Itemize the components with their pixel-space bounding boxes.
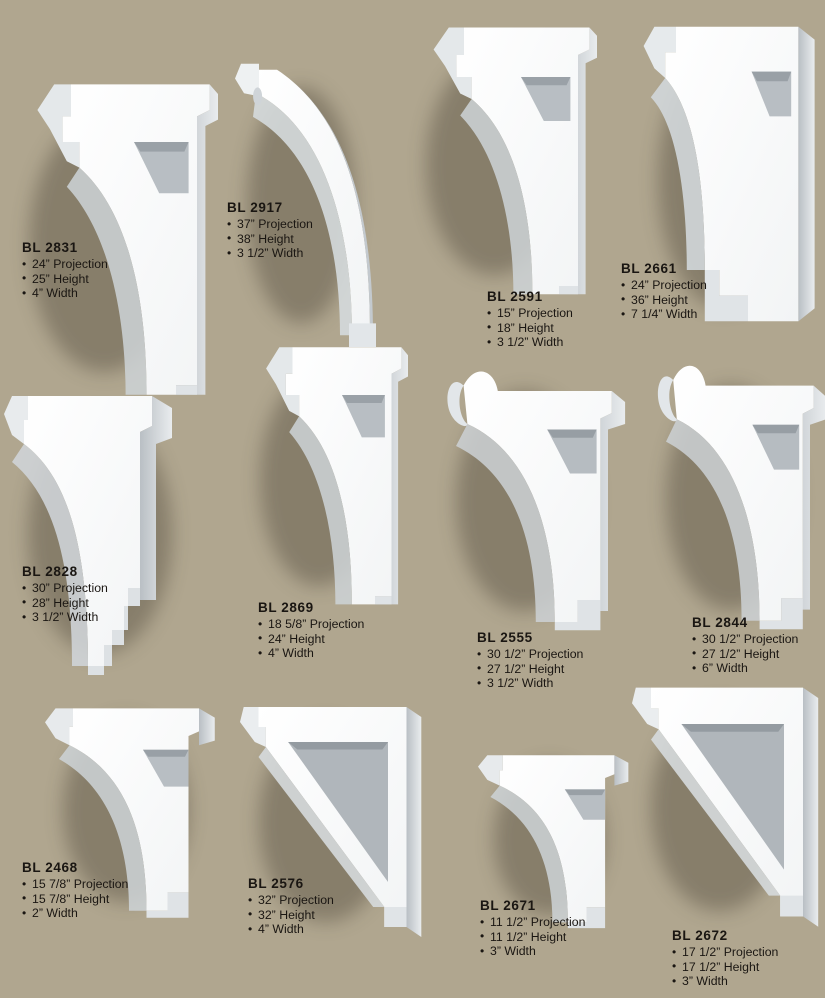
product-spec-item: 11 1/2” Projection [480, 915, 585, 930]
product-spec-list: 24” Projection25” Height4” Width [22, 257, 108, 301]
product-label: BL 2917 37” Projection38” Height3 1/2” Wi… [227, 200, 313, 261]
bracket-image-bl-2661 [640, 14, 820, 334]
bracket-image-bl-2591 [407, 22, 597, 297]
product-spec-item: 18” Height [487, 320, 573, 336]
bracket-image-bl-2828 [4, 378, 208, 678]
product-spec-item: 24” Projection [621, 278, 707, 293]
product-label: BL 2831 24” Projection25” Height4” Width [22, 240, 108, 301]
product-spec-list: 30” Projection28” Height3 1/2” Width [22, 581, 108, 625]
product-spec-item: 3” Width [480, 944, 585, 959]
product-label: BL 2828 30” Projection28” Height3 1/2” Wi… [22, 564, 108, 625]
product-spec-item: 15 7/8” Projection [22, 877, 128, 892]
bracket-image-bl-2671 [478, 740, 633, 930]
product-spec-list: 15 7/8” Projection15 7/8” Height2” Width [22, 877, 128, 921]
product-spec-list: 11 1/2” Projection11 1/2” Height3” Width [480, 915, 585, 959]
product-label: BL 2576 32” Projection32” Height4” Width [248, 876, 334, 937]
product-spec-item: 3 1/2” Width [477, 676, 583, 691]
product-code: BL 2917 [227, 200, 283, 215]
product-spec-item: 24” Height [258, 631, 364, 647]
product-spec-item: 28” Height [22, 595, 108, 611]
product-spec-item: 30 1/2” Projection [477, 647, 583, 662]
product-spec-item: 15” Projection [487, 306, 573, 321]
bracket-image-bl-2831 [8, 78, 218, 398]
product-spec-item: 37” Projection [227, 217, 313, 232]
product-spec-item: 6” Width [692, 661, 798, 676]
product-spec-item: 25” Height [22, 271, 108, 287]
product-label: BL 2671 11 1/2” Projection11 1/2” Height3… [480, 898, 585, 959]
product-spec-item: 38” Height [227, 231, 313, 247]
product-spec-list: 30 1/2” Projection27 1/2” Height3 1/2” W… [477, 647, 583, 691]
bracket-image-bl-2555 [437, 358, 627, 633]
product-spec-list: 24” Projection36” Height7 1/4” Width [621, 278, 707, 322]
product-spec-item: 3 1/2” Width [22, 610, 108, 625]
product-spec-item: 17 1/2” Projection [672, 945, 778, 960]
bracket-image-bl-2468 [45, 690, 220, 920]
product-label: BL 2468 15 7/8” Projection15 7/8” Height2… [22, 860, 128, 921]
product-code: BL 2468 [22, 860, 78, 875]
product-spec-list: 18 5/8” Projection24” Height4” Width [258, 617, 364, 661]
product-label: BL 2672 17 1/2” Projection17 1/2” Height3… [672, 928, 778, 989]
product-spec-item: 27 1/2” Height [477, 661, 583, 677]
product-code: BL 2831 [22, 240, 78, 255]
product-code: BL 2576 [248, 876, 304, 891]
product-spec-item: 32” Height [248, 907, 334, 923]
product-spec-item: 17 1/2” Height [672, 959, 778, 975]
product-spec-item: 32” Projection [248, 893, 334, 908]
product-spec-item: 4” Width [258, 646, 364, 661]
product-label: BL 2591 15” Projection18” Height3 1/2” Wi… [487, 289, 573, 350]
bracket-image-bl-2917 [232, 52, 382, 347]
bracket-image-bl-2576 [240, 692, 425, 942]
product-label: BL 2555 30 1/2” Projection27 1/2” Height3… [477, 630, 583, 691]
product-spec-item: 3” Width [672, 974, 778, 989]
product-spec-list: 32” Projection32” Height4” Width [248, 893, 334, 937]
product-code: BL 2671 [480, 898, 536, 913]
bracket-image-bl-2844 [648, 352, 825, 632]
product-code: BL 2555 [477, 630, 533, 645]
product-code: BL 2591 [487, 289, 543, 304]
product-code: BL 2844 [692, 615, 748, 630]
product-label: BL 2869 18 5/8” Projection24” Height4” Wi… [258, 600, 364, 661]
product-spec-item: 15 7/8” Height [22, 891, 128, 907]
product-spec-item: 11 1/2” Height [480, 929, 585, 945]
product-spec-item: 4” Width [248, 922, 334, 937]
product-spec-list: 37” Projection38” Height3 1/2” Width [227, 217, 313, 261]
product-spec-item: 3 1/2” Width [227, 246, 313, 261]
product-spec-list: 15” Projection18” Height3 1/2” Width [487, 306, 573, 350]
product-spec-item: 30” Projection [22, 581, 108, 596]
product-code: BL 2828 [22, 564, 78, 579]
product-code: BL 2672 [672, 928, 728, 943]
product-code: BL 2869 [258, 600, 314, 615]
product-spec-item: 36” Height [621, 292, 707, 308]
product-spec-item: 27 1/2” Height [692, 646, 798, 662]
product-spec-item: 2” Width [22, 906, 128, 921]
product-spec-list: 17 1/2” Projection17 1/2” Height3” Width [672, 945, 778, 989]
product-spec-item: 7 1/4” Width [621, 307, 707, 322]
product-label: BL 2844 30 1/2” Projection27 1/2” Height6… [692, 615, 798, 676]
product-label: BL 2661 24” Projection36” Height7 1/4” Wi… [621, 261, 707, 322]
product-spec-item: 4” Width [22, 286, 108, 301]
product-code: BL 2661 [621, 261, 677, 276]
product-spec-item: 3 1/2” Width [487, 335, 573, 350]
bracket-image-bl-2672 [632, 672, 822, 932]
product-spec-item: 24” Projection [22, 257, 108, 272]
product-spec-item: 18 5/8” Projection [258, 617, 364, 632]
bracket-image-bl-2869 [243, 342, 408, 607]
product-spec-list: 30 1/2” Projection27 1/2” Height6” Width [692, 632, 798, 676]
product-spec-item: 30 1/2” Projection [692, 632, 798, 647]
